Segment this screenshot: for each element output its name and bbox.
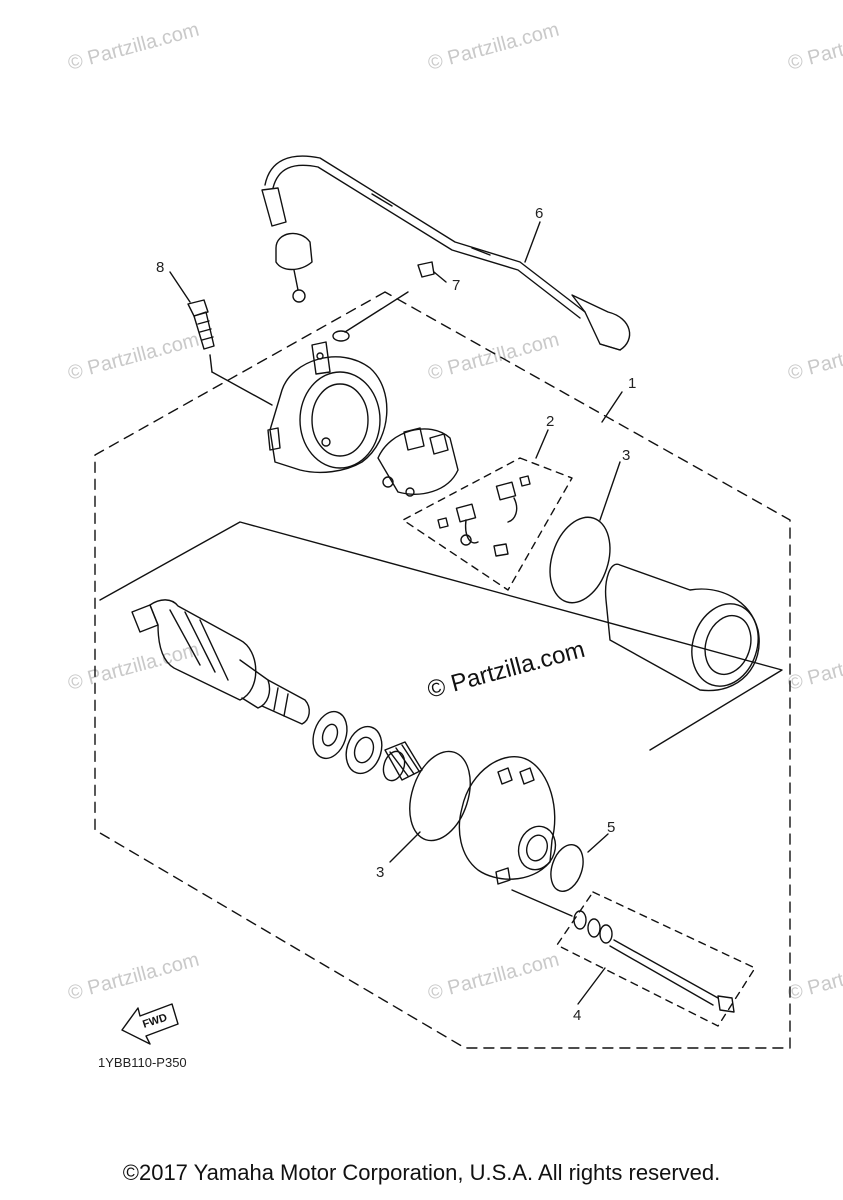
watermark-text: © Partzilla.com [426, 19, 562, 75]
callout-6: 6 [535, 205, 543, 222]
fwd-arrow-icon [121, 1003, 179, 1045]
armature-yoke-outline [99, 521, 783, 751]
watermark-text: © Partzilla.com [426, 329, 562, 385]
callout-5: 5 [607, 819, 615, 836]
needle-bearing [382, 741, 423, 782]
leader-7 [433, 271, 447, 283]
fwd-arrow: FWD [121, 1003, 179, 1045]
callout-7: 7 [452, 277, 460, 294]
o-ring-3-upper [549, 516, 611, 604]
bolt-8 [187, 299, 273, 406]
callout-1: 1 [628, 375, 636, 392]
watermark-text: © Partzilla.com [66, 639, 202, 695]
brush-set-dashed-outline [402, 457, 573, 591]
rear-cover [267, 341, 388, 474]
armature [131, 599, 310, 725]
watermark-layer: © Partzilla.com © Partzilla.com © Partzi… [66, 19, 843, 1005]
callout-layer: 1 2 3 3 4 5 6 7 8 [156, 205, 636, 1024]
watermark-main: © Partzilla.com [425, 636, 588, 704]
o-ring-5 [550, 844, 584, 892]
leader-1 [601, 391, 623, 423]
watermark-text: © Partzilla.com [786, 949, 843, 1005]
front-cover [458, 756, 557, 885]
assembly-dashed-outline [94, 291, 791, 1049]
watermark-text: © Partzilla.com [786, 329, 843, 385]
bolt-set [511, 889, 735, 1013]
leader-2 [535, 429, 549, 459]
watermark-text: © Partzilla.com [66, 329, 202, 385]
callout-3-upper: 3 [622, 447, 630, 464]
callout-2: 2 [546, 413, 554, 430]
callout-8: 8 [156, 259, 164, 276]
starter-cable [261, 155, 631, 351]
watermark-text: © Partzilla.com [426, 949, 562, 1005]
copyright-footer: ©2017 Yamaha Motor Corporation, U.S.A. A… [122, 1160, 721, 1185]
bolt-set-dashed-outline [556, 891, 756, 1027]
watermark-text: © Partzilla.com [66, 949, 202, 1005]
watermark-text: © Partzilla.com [66, 19, 202, 75]
watermark-text: © Partzilla.com [786, 639, 843, 695]
o-ring-3-lower [409, 750, 471, 842]
yoke [604, 563, 760, 692]
leader-6 [524, 221, 541, 263]
washer [312, 710, 348, 760]
watermark-text: © Partzilla.com [786, 19, 843, 75]
leader-5 [587, 833, 609, 853]
callout-4: 4 [573, 1007, 581, 1024]
oil-seal [345, 725, 383, 775]
leader-8 [169, 271, 191, 303]
leader-4 [577, 967, 606, 1005]
screw-7 [332, 261, 435, 342]
callout-3-lower: 3 [376, 864, 384, 881]
brush-holder [377, 427, 459, 497]
leader-3-upper [599, 461, 621, 521]
brush-set [437, 475, 531, 557]
part-code: 1YBB110-P350 [98, 1055, 187, 1070]
leader-3-lower [389, 831, 421, 863]
